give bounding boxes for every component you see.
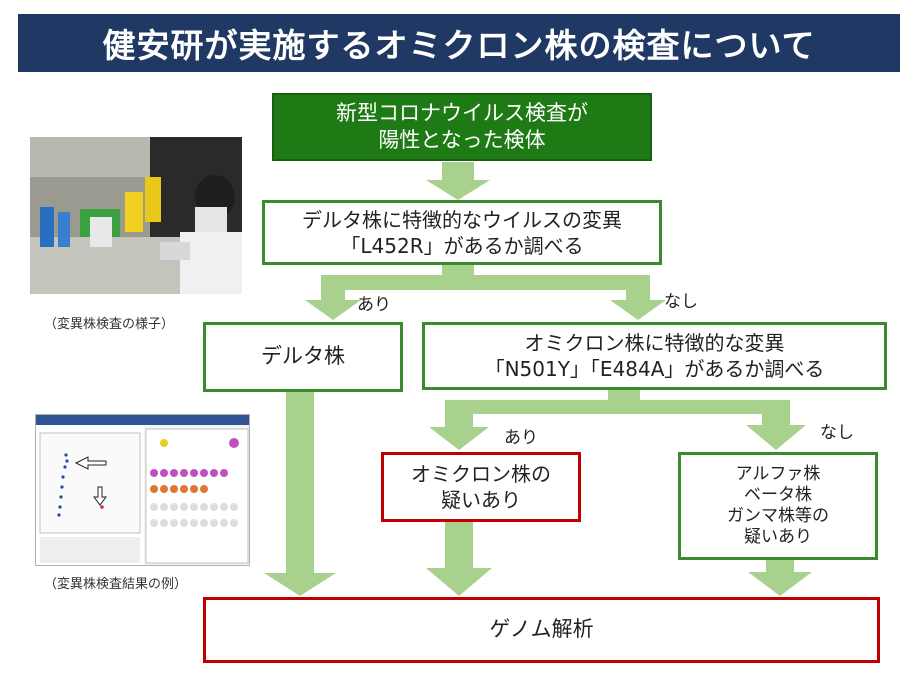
arrow-start-to-l452r — [426, 162, 490, 200]
arrow-split-l452r — [305, 265, 666, 320]
edge-label-no-2: なし — [820, 423, 854, 443]
arrow-omicron-to-genome — [426, 522, 492, 596]
start-text-1: 新型コロナウイルス検査が — [336, 100, 588, 125]
lab-photo — [30, 137, 242, 294]
lab-photo-illustration — [30, 137, 242, 294]
other-strains-text-2: ベータ株 — [744, 484, 812, 505]
other-strains-box: アルファ株 ベータ株 ガンマ株等の 疑いあり — [678, 452, 878, 560]
omicron-suspect-text-1: オミクロン株の — [411, 462, 551, 486]
delta-text: デルタ株 — [261, 344, 345, 369]
other-strains-text-1: アルファ株 — [735, 463, 821, 484]
omicron-check-text-2: 「N501Y」「E484A」があるか調べる — [484, 357, 825, 381]
result-screenshot-illustration — [36, 415, 249, 565]
lab-photo-caption: （変異株検査の様子） — [44, 317, 175, 332]
omicron-check-text-1: オミクロン株に特徴的な変異 — [524, 331, 785, 355]
l452r-text-1: デルタ株に特徴的なウイルスの変異 — [302, 207, 622, 232]
edge-label-yes-1: あり — [357, 295, 391, 315]
edge-label-yes-2: あり — [504, 428, 538, 448]
arrow-others-to-genome — [748, 560, 812, 596]
edge-label-no-1: なし — [664, 292, 698, 312]
page-title: 健安研が実施するオミクロン株の検査について — [18, 14, 900, 72]
result-screenshot — [35, 414, 250, 566]
omicron-suspect-box: オミクロン株の 疑いあり — [381, 452, 581, 522]
other-strains-text-4: 疑いあり — [744, 527, 812, 548]
l452r-text-2: 「L452R」があるか調べる — [340, 233, 584, 258]
start-box: 新型コロナウイルス検査が 陽性となった検体 — [272, 93, 652, 161]
l452r-check-box: デルタ株に特徴的なウイルスの変異 「L452R」があるか調べる — [262, 200, 662, 265]
other-strains-text-3: ガンマ株等の — [727, 506, 829, 526]
genome-analysis-text: ゲノム解析 — [489, 617, 594, 642]
arrow-split-omicron — [429, 390, 806, 450]
omicron-check-box: オミクロン株に特徴的な変異 「N501Y」「E484A」があるか調べる — [422, 322, 887, 390]
arrow-delta-to-genome — [264, 392, 336, 596]
omicron-suspect-text-2: 疑いあり — [441, 488, 521, 512]
genome-analysis-box: ゲノム解析 — [203, 597, 880, 663]
result-caption: （変異株検査結果の例） — [44, 577, 188, 592]
start-text-2: 陽性となった検体 — [378, 128, 546, 152]
delta-box: デルタ株 — [203, 322, 403, 392]
